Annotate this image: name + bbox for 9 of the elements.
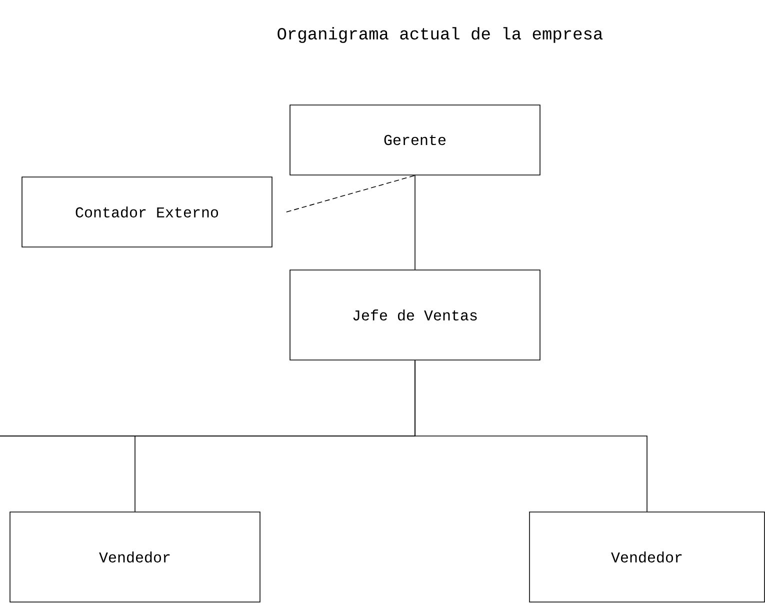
connector-line <box>414 175 416 270</box>
org-box: Vendedor <box>529 512 765 602</box>
connector-line <box>0 360 648 512</box>
org-box: Gerente <box>290 104 540 176</box>
org-box: Contador Externo <box>22 176 272 248</box>
title: Organigrama actual de la empresa <box>278 27 603 43</box>
org-box: Vendedor <box>10 512 260 602</box>
org-box: Jefe de Ventas <box>290 270 540 360</box>
connector-line <box>286 175 416 212</box>
